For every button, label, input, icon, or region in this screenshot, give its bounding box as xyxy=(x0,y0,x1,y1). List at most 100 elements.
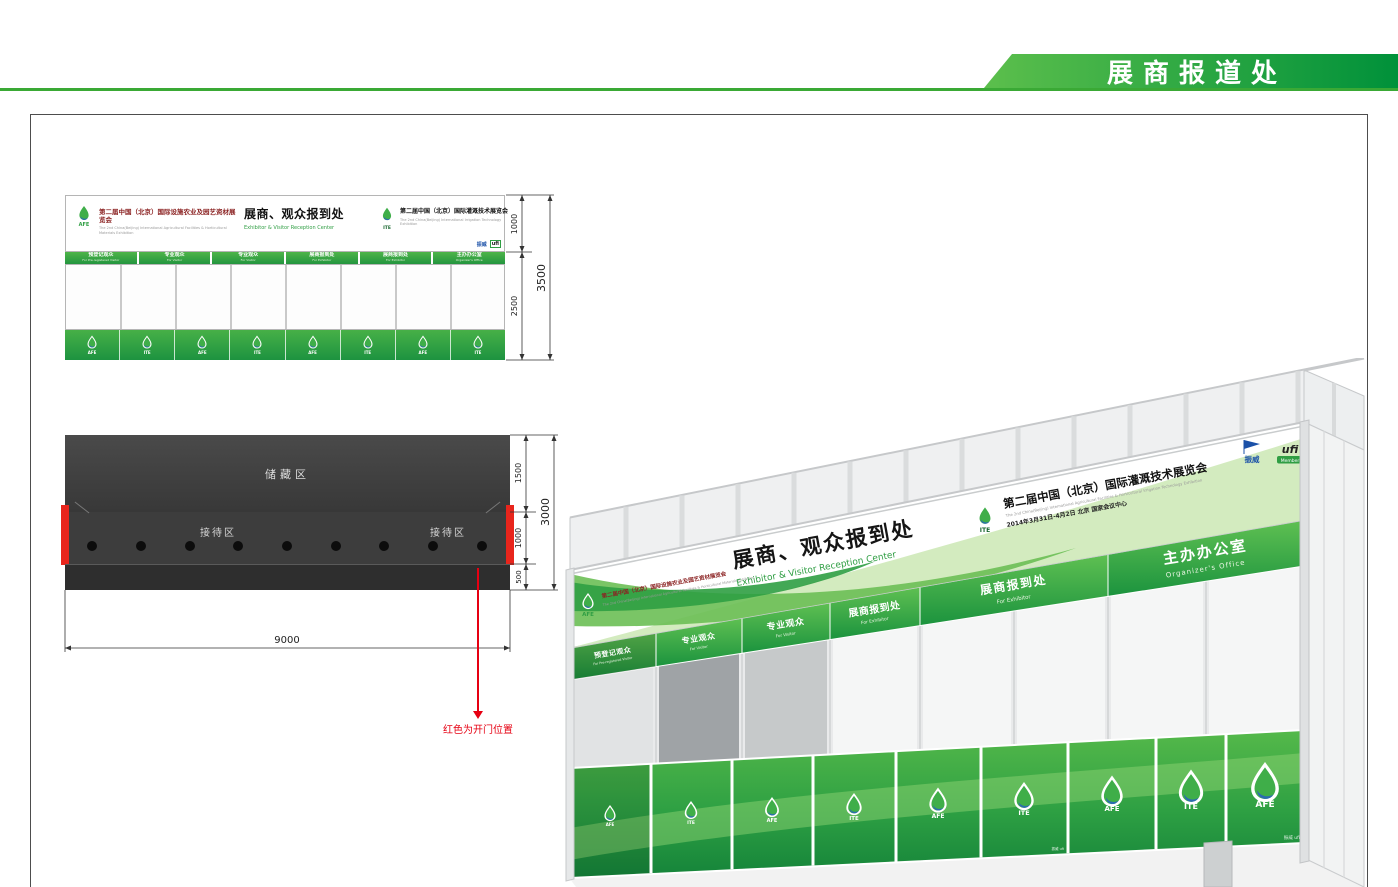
front-right-subtitle: The 2nd China(Beijing) International Irr… xyxy=(400,217,502,227)
door-leader-arrow-icon xyxy=(473,711,483,719)
reception-label-left: 接待区 xyxy=(200,528,236,539)
ite-logo-icon: ITE xyxy=(376,205,398,231)
storage-area: 储藏区 xyxy=(65,435,510,512)
afe-logo-text: AFE xyxy=(78,222,90,228)
front-left-subtitle: The 2nd China(Beijing) International Agr… xyxy=(99,226,227,235)
reception-area: 接待区 接待区 xyxy=(61,505,514,565)
afe-logo-icon: AFE xyxy=(71,203,97,228)
ufi-logo: ufi xyxy=(489,240,501,248)
svg-text:Member: Member xyxy=(1281,458,1300,464)
counter-logo-text: ITE xyxy=(849,816,859,822)
counter-logo-text: AFE xyxy=(1255,800,1274,810)
door-position-marker-right xyxy=(506,505,514,565)
zhenwei-logo: 振威 xyxy=(1243,440,1261,464)
bay-post xyxy=(395,265,397,329)
dim-1500: 1500 xyxy=(514,463,523,483)
logo-tile: AFE xyxy=(286,330,341,360)
grommet-dot xyxy=(331,541,341,551)
front-bays xyxy=(65,264,505,330)
counter-logo-text: AFE xyxy=(606,822,615,827)
logo-tile: ITE xyxy=(230,330,286,360)
front-fascia: AFE 第二届中国（北京）国际设施农业及园艺资材展览会 The 2nd Chin… xyxy=(65,195,508,252)
ite-logo-text: ITE xyxy=(383,226,391,231)
floor-shadow xyxy=(570,844,1364,887)
rear-elevation: 储藏区 接待区 接待区 xyxy=(61,435,514,590)
perspective-view: AFE ITE AFE ITE AFE ITE AFE ITE AFE 振威 u… xyxy=(565,358,1365,887)
grommet-dot xyxy=(477,541,487,551)
afe-logo-text: AFE xyxy=(582,612,594,618)
counter-logo-text: ITE xyxy=(687,820,695,826)
counter-logo-text: ITE xyxy=(1018,809,1029,817)
grommet-dot xyxy=(233,541,243,551)
reception-label-right: 接待区 xyxy=(430,528,466,539)
grommet-dot xyxy=(379,541,389,551)
grommet-dot xyxy=(185,541,195,551)
end-wall xyxy=(1303,369,1365,887)
front-left-title-block: 第二届中国（北京）国际设施农业及园艺资材展览会 The 2nd China(Be… xyxy=(99,208,241,235)
bay-header-en: For Visitor xyxy=(690,644,709,651)
booth-interior xyxy=(570,566,1304,768)
front-partner-logos: 振威 ufi xyxy=(477,240,501,248)
dim-3000: 3000 xyxy=(539,498,552,526)
bay-post xyxy=(285,265,287,329)
dim-9000: 9000 xyxy=(274,635,299,646)
bay-post xyxy=(340,265,342,329)
front-right-title-block: 第二届中国（北京）国际灌溉技术展览会 The 2nd China(Beijing… xyxy=(400,208,518,227)
bay-post xyxy=(175,265,177,329)
front-logo-band: AFE ITE AFE ITE AFE ITE AFE ITE xyxy=(65,330,505,360)
front-center-title-block: 展商、观众报到处 Exhibitor & Visitor Reception C… xyxy=(244,205,374,231)
corner-post xyxy=(1299,419,1310,864)
logo-tile: ITE xyxy=(451,330,505,360)
grommet-dot xyxy=(136,541,146,551)
counter-logo-text: AFE xyxy=(932,813,945,820)
door-note: 红色为开门位置 xyxy=(443,725,513,736)
front-right-title: 第二届中国（北京）国际灌溉技术展览会 xyxy=(400,208,509,215)
bay-header-en: For Exhibitor xyxy=(861,616,890,627)
bay-header-en: For Visitor xyxy=(775,630,796,638)
rear-base-strip xyxy=(65,564,510,590)
bay-post xyxy=(120,265,122,329)
logo-tile: ITE xyxy=(341,330,396,360)
grommet-dot xyxy=(282,541,292,551)
bay-header-en: For Pre-registered Visitor xyxy=(593,656,633,667)
fascia-banner: AFE 第二届中国（北京）国际设施农业及园艺资材展览会 The 2nd Chin… xyxy=(569,425,1305,649)
front-center-title: 展商、观众报到处 xyxy=(244,207,345,221)
counter-logo-text: AFE xyxy=(767,818,778,824)
dim-1000: 1000 xyxy=(510,214,519,234)
front-left-title: 第二届中国（北京）国际设施农业及园艺资材展览会 xyxy=(99,208,236,224)
front-dimensions: 1000 2500 3500 xyxy=(506,194,554,361)
logo-tile: AFE xyxy=(396,330,451,360)
counter-logo-text: AFE xyxy=(1105,805,1120,813)
door-leader-line xyxy=(477,568,479,712)
front-elevation: AFE 第二届中国（北京）国际设施农业及园艺资材展览会 The 2nd Chin… xyxy=(65,195,508,360)
bay-post xyxy=(450,265,452,329)
page-title-bar: 展商报道处 xyxy=(984,54,1398,88)
counter-partner-mark: 振威 ufi xyxy=(1051,846,1064,851)
front-center-subtitle: Exhibitor & Visitor Reception Center xyxy=(244,225,335,231)
zhenwei-logo: 振威 xyxy=(476,242,487,248)
ufi-logo: ufi Member xyxy=(1277,443,1303,464)
header-divider xyxy=(0,88,1398,91)
logo-tile: AFE xyxy=(65,330,121,360)
front-post xyxy=(1203,840,1233,887)
roof-truss xyxy=(569,358,1365,571)
dim-500: 500 xyxy=(515,570,523,583)
width-dimension: 9000 xyxy=(64,590,511,652)
dim-1000-rear: 1000 xyxy=(514,528,523,548)
counter-logo-text: ITE xyxy=(1184,802,1198,811)
svg-text:振威: 振威 xyxy=(1245,454,1261,464)
rear-dimensions: 1500 1000 500 3000 xyxy=(510,434,558,591)
left-edge-post xyxy=(565,567,575,882)
bay-header-strips: 预登记观众 For Pre-registered Visitor 专业观众 Fo… xyxy=(569,519,1305,681)
counter-partner-mark: 振威 ufi xyxy=(1284,834,1300,841)
counter-row: AFE ITE AFE ITE AFE ITE AFE ITE AFE 振威 u… xyxy=(569,729,1305,877)
grommet-dot xyxy=(428,541,438,551)
